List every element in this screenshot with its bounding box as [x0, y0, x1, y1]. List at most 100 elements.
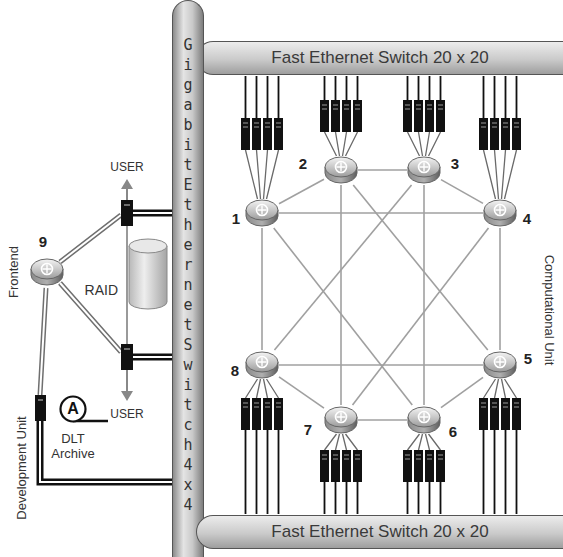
router-icon [245, 198, 279, 228]
callout-number: 9 [39, 234, 47, 250]
router-ring [419, 412, 430, 423]
network-link [279, 179, 324, 203]
router-top [246, 200, 278, 220]
user-label: USER [110, 407, 143, 422]
callout-number: 2 [299, 156, 307, 172]
callout-number: 1 [232, 211, 240, 227]
router-top [484, 352, 516, 372]
switch-cable [246, 430, 517, 514]
archive-label: DLT Archive [45, 431, 101, 461]
router-top [408, 407, 440, 427]
router-ring [495, 357, 506, 368]
callout-number: 8 [231, 363, 239, 379]
pc-bank [479, 398, 521, 430]
router-node: 3 [407, 155, 441, 185]
router-ring [257, 357, 268, 368]
network-link [279, 377, 324, 408]
network-link [353, 228, 489, 405]
router-node: 4 [483, 198, 517, 228]
network-link [441, 377, 483, 407]
router-cross [337, 413, 346, 422]
network-link [441, 180, 483, 204]
user-arrowhead [121, 391, 133, 401]
fan-cable [246, 132, 517, 199]
router-top [246, 352, 278, 372]
router-node: 8 [245, 350, 279, 380]
fan-cable [246, 379, 517, 450]
pc-bank [479, 118, 521, 150]
frontend-link-core [40, 215, 121, 395]
router-icon [483, 350, 517, 380]
user-label: USER [110, 160, 143, 175]
router-ring [336, 412, 347, 423]
router-icon [30, 257, 64, 287]
router-top [325, 407, 357, 427]
router-ring [336, 162, 347, 173]
router-node: 1 [245, 198, 279, 228]
raid-cylinder: RAID [128, 238, 168, 310]
network-link [274, 228, 413, 405]
network-link [353, 185, 488, 350]
unit-label: Development Unit [14, 416, 29, 519]
router-cross [258, 206, 267, 215]
pc-bank [320, 100, 362, 132]
router-top [408, 157, 440, 177]
user-arrowhead [121, 179, 133, 189]
network-link [358, 169, 407, 171]
router-cross [337, 163, 346, 172]
router-node: 9 [30, 257, 64, 287]
switch-label: Fast Ethernet Switch 20 x 20 [271, 48, 488, 68]
callout-number: 6 [449, 424, 457, 440]
unit-label: Computational Unit [542, 255, 557, 366]
switch-cable [246, 76, 517, 118]
router-top [31, 259, 63, 279]
router-top [325, 157, 357, 177]
user-line [126, 226, 128, 344]
switch-label: Gigabit Ethernet Switch 4x4 [181, 35, 196, 515]
callout-number: 4 [523, 211, 531, 227]
router-icon [324, 155, 358, 185]
router-cross [496, 206, 505, 215]
network-port [121, 344, 133, 370]
router-icon [407, 155, 441, 185]
router-icon [407, 405, 441, 435]
router-top [484, 200, 516, 220]
unit-label: Frontend [6, 246, 21, 298]
frontend-link [40, 215, 121, 395]
pc-bank [403, 450, 445, 482]
router-node: 2 [324, 155, 358, 185]
switch-bar: Fast Ethernet Switch 20 x 20 [196, 515, 563, 549]
network-port [35, 395, 46, 421]
storage-label: RAID [85, 282, 118, 298]
router-ring [42, 264, 53, 275]
router-cross [43, 265, 52, 274]
router-cross [420, 413, 429, 422]
router-icon [245, 350, 279, 380]
callout-number: 3 [451, 156, 459, 172]
router-node: 6 [407, 405, 441, 435]
network-port [121, 200, 133, 226]
router-icon [324, 405, 358, 435]
router-icon [483, 198, 517, 228]
pc-bank [241, 118, 283, 150]
router-node: 5 [483, 350, 517, 380]
network-link [279, 212, 483, 214]
pc-bank [241, 398, 283, 430]
router-ring [419, 162, 430, 173]
network-link [499, 228, 501, 350]
tape-drive: ADLT Archive [59, 395, 87, 423]
network-link [423, 185, 425, 405]
router-ring [257, 205, 268, 216]
router-cross [496, 358, 505, 367]
network-link [340, 185, 342, 405]
gigabit-link-core [40, 213, 175, 482]
pc-bank [320, 450, 362, 482]
switch-label: Fast Ethernet Switch 20 x 20 [271, 522, 488, 542]
network-link [261, 228, 263, 350]
network-link [274, 185, 411, 350]
switch-bar: Fast Ethernet Switch 20 x 20 [196, 41, 563, 75]
